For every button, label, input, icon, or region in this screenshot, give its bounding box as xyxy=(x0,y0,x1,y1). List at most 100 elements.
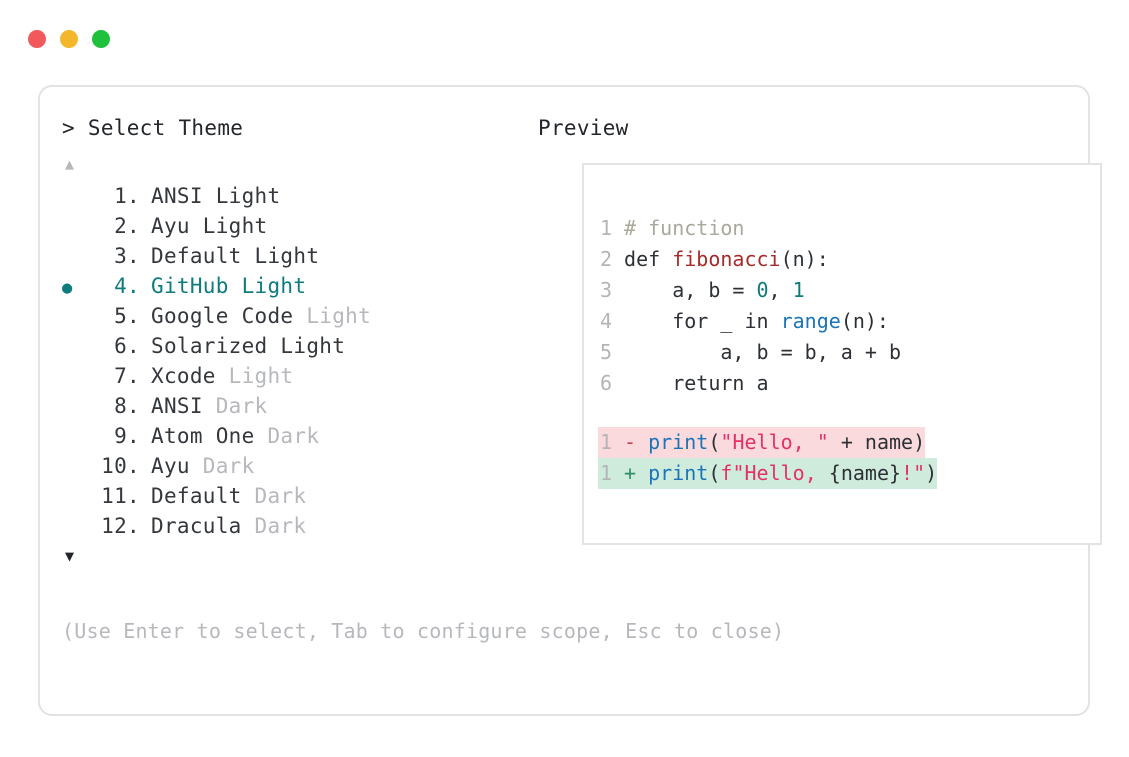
theme-name: ANSI Light xyxy=(151,184,281,208)
code-comment: # function xyxy=(624,216,745,240)
theme-index: 11. xyxy=(101,484,140,508)
theme-index: 6. xyxy=(114,334,140,358)
theme-list: 1. ANSI Light 2. Ayu Light 3. Default Light ● 4… xyxy=(62,181,522,541)
theme-name: Dracula xyxy=(151,514,242,538)
code-block: 1 # function 2 def fibonacci(n): 3 a, b … xyxy=(598,213,1098,489)
code-fstring-expr: {name} xyxy=(828,461,902,485)
theme-name: GitHub Light xyxy=(151,274,307,298)
diff-minus-sign: - xyxy=(624,430,649,454)
code-function-name: fibonacci xyxy=(672,247,781,271)
code-line-4: 4 for _ in range(n): xyxy=(598,306,1098,337)
theme-list-item[interactable]: 6. Solarized Light xyxy=(62,331,522,361)
code-line-1: 1 # function xyxy=(598,213,1098,244)
theme-variant-label: Light xyxy=(215,364,294,388)
scroll-up-icon[interactable]: ▲ xyxy=(65,155,75,173)
theme-index: 1. xyxy=(114,184,140,208)
code-text: for _ in xyxy=(624,309,781,333)
select-theme-prompt: > Select Theme xyxy=(62,116,244,140)
theme-list-item[interactable]: 3. Default Light xyxy=(62,241,522,271)
line-number: 4 xyxy=(599,309,612,333)
diff-removed-row: 1 - print("Hello, " + name) xyxy=(598,427,1098,458)
theme-name: Default Light xyxy=(151,244,320,268)
theme-variant-label: Light xyxy=(293,304,372,328)
code-spacer xyxy=(598,399,1098,427)
theme-variant-label: Dark xyxy=(202,394,268,418)
keyboard-hint: (Use Enter to select, Tab to configure s… xyxy=(62,619,785,643)
code-text: return a xyxy=(624,371,769,395)
theme-list-item[interactable]: 7. Xcode Light xyxy=(62,361,522,391)
theme-index: 8. xyxy=(114,394,140,418)
theme-picker-card: > Select Theme ▲ 1. ANSI Light 2. Ayu Light… xyxy=(38,85,1102,716)
line-number: 2 xyxy=(599,247,612,271)
code-number: 1 xyxy=(792,278,805,302)
code-line-2: 2 def fibonacci(n): xyxy=(598,244,1098,275)
code-text: ( xyxy=(708,461,721,485)
diff-removed-line: 1 - print("Hello, " + name) xyxy=(598,427,926,458)
code-builtin: print xyxy=(648,461,709,485)
code-text: ) xyxy=(925,461,938,485)
theme-index: 7. xyxy=(114,364,140,388)
theme-name: Ayu xyxy=(151,454,190,478)
theme-name: Atom One xyxy=(151,424,255,448)
line-number: 1 xyxy=(599,216,612,240)
theme-list-item[interactable]: 5.Google Code Light xyxy=(62,301,522,331)
theme-name: Ayu Light xyxy=(151,214,268,238)
theme-list-item[interactable]: 12.Dracula Dark xyxy=(62,511,522,541)
code-number: 0 xyxy=(756,278,769,302)
theme-index: 10. xyxy=(101,454,140,478)
code-builtin: range xyxy=(780,309,841,333)
code-text: , xyxy=(768,278,793,302)
diff-added-row: 1 + print(f"Hello, {name}!") xyxy=(598,458,1098,489)
close-button[interactable] xyxy=(28,30,46,48)
theme-list-item[interactable]: ● 4. GitHub Light xyxy=(62,271,522,301)
code-text: ( xyxy=(708,430,721,454)
code-line-6: 6 return a xyxy=(598,368,1098,399)
theme-variant-label: Dark xyxy=(241,484,307,508)
code-string: "Hello, " xyxy=(720,430,829,454)
theme-name: ANSI xyxy=(151,394,203,418)
theme-selector-panel: > Select Theme ▲ 1. ANSI Light 2. Ayu Light… xyxy=(62,113,522,567)
code-text: a, b = b, a + b xyxy=(624,340,901,364)
diff-added-line: 1 + print(f"Hello, {name}!") xyxy=(598,458,938,489)
preview-panel: Preview 1 # function 2 def fibonacci(n):… xyxy=(538,113,1102,545)
code-keyword: def xyxy=(624,247,673,271)
scroll-down-icon[interactable]: ▼ xyxy=(65,547,75,565)
code-text: (n): xyxy=(840,309,889,333)
preview-title: Preview xyxy=(538,116,629,140)
theme-list-item[interactable]: 10. Ayu Dark xyxy=(62,451,522,481)
code-string: f"Hello, xyxy=(720,461,829,485)
selected-bullet-icon: ● xyxy=(62,278,73,298)
theme-index: 2. xyxy=(114,214,140,238)
theme-list-item[interactable]: 11. Default Dark xyxy=(62,481,522,511)
code-preview-box: 1 # function 2 def fibonacci(n): 3 a, b … xyxy=(582,163,1102,545)
code-text: + name) xyxy=(828,430,926,454)
theme-index: 3. xyxy=(114,244,140,268)
diff-plus-sign: + xyxy=(624,461,649,485)
minimize-button[interactable] xyxy=(60,30,78,48)
theme-name: Xcode xyxy=(151,364,216,388)
line-number: 1 xyxy=(599,430,612,454)
code-builtin: print xyxy=(648,430,709,454)
maximize-button[interactable] xyxy=(92,30,110,48)
code-line-5: 5 a, b = b, a + b xyxy=(598,337,1098,368)
line-number: 5 xyxy=(599,340,612,364)
code-text: (n): xyxy=(780,247,829,271)
code-line-3: 3 a, b = 0, 1 xyxy=(598,275,1098,306)
theme-variant-label: Dark xyxy=(241,514,307,538)
theme-list-item[interactable]: 9.Atom One Dark xyxy=(62,421,522,451)
code-string: !" xyxy=(901,461,926,485)
theme-index: 9. xyxy=(114,424,140,448)
theme-list-item[interactable]: 2. Ayu Light xyxy=(62,211,522,241)
code-text: a, b = xyxy=(624,278,757,302)
line-number: 1 xyxy=(599,461,612,485)
theme-list-item[interactable]: 8. ANSI Dark xyxy=(62,391,522,421)
line-number: 6 xyxy=(599,371,612,395)
window-titlebar xyxy=(28,30,110,48)
theme-list-item[interactable]: 1. ANSI Light xyxy=(62,181,522,211)
theme-variant-label: Dark xyxy=(189,454,255,478)
line-number: 3 xyxy=(599,278,612,302)
theme-name: Solarized Light xyxy=(151,334,346,358)
theme-name: Default xyxy=(151,484,242,508)
theme-index: 5. xyxy=(114,304,140,328)
theme-index: 4. xyxy=(114,274,140,298)
